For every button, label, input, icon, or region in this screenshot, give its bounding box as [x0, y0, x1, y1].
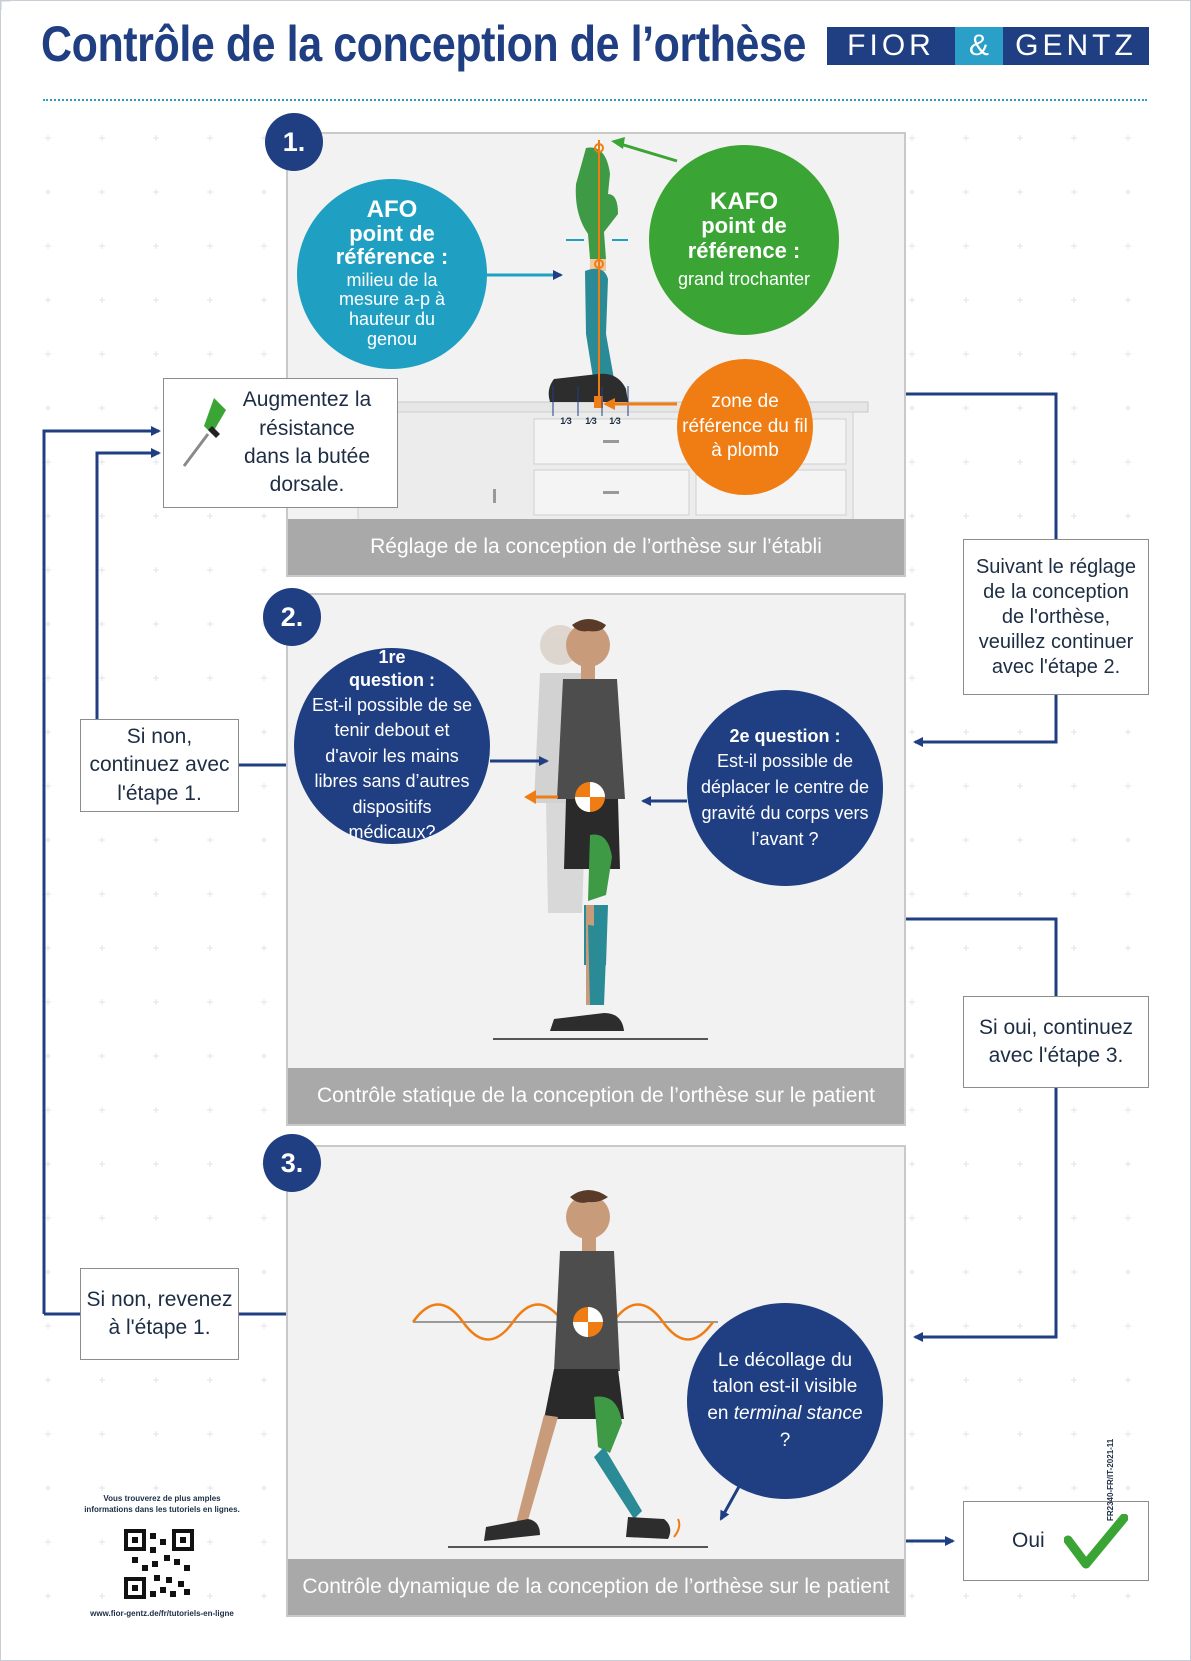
- document-code: FR2340-FR/IT-2021-11: [1106, 1438, 1115, 1521]
- question3-text: Le décollage du talon est-il visible en …: [701, 1348, 869, 1454]
- header-divider: [43, 99, 1147, 101]
- afo-title: AFO: [366, 196, 418, 224]
- if-yes-step3-text: Si oui, continuez avec l'étape 3.: [978, 1015, 1134, 1067]
- yes-text: Oui: [1012, 1528, 1045, 1552]
- yes-box: Oui: [963, 1501, 1149, 1581]
- question1-text: Est-il possible de se tenir debout et d'…: [311, 694, 473, 843]
- question3-circle: Le décollage du talon est-il visible en …: [687, 1303, 883, 1499]
- kafo-reference-circle: KAFO point de référence : grand trochant…: [649, 145, 839, 335]
- question3-text-italic: terminal stance: [733, 1403, 863, 1424]
- question1-circle: 1re question : Est-il possible de se ten…: [294, 646, 490, 844]
- question2-circle: 2e question : Est-il possible de déplace…: [687, 690, 883, 886]
- if-no-back-step1-box: Si non, revenez à l'étape 1.: [80, 1268, 239, 1360]
- question1-label: 1re question :: [349, 646, 435, 691]
- step2-number: 2.: [263, 588, 321, 646]
- brand-logo: FIOR & GENTZ: [827, 27, 1149, 65]
- step1-caption: Réglage de la conception de l’orthèse su…: [288, 519, 904, 575]
- logo-part-1: FIOR: [827, 27, 955, 65]
- qr-code-icon: [124, 1529, 194, 1599]
- kafo-subtitle: point de référence :: [687, 213, 801, 263]
- kafo-text: grand trochanter: [677, 268, 811, 289]
- if-yes-step3-box: Si oui, continuez avec l'étape 3.: [963, 996, 1149, 1088]
- step3-number: 3.: [263, 1134, 321, 1192]
- kafo-title: KAFO: [710, 188, 778, 216]
- standing-patient-illustration: [493, 619, 708, 1040]
- step2-caption: Contrôle statique de la conception de l’…: [288, 1068, 904, 1124]
- question3-text-part3: ?: [779, 1429, 791, 1451]
- footer-url: www.fior-gentz.de/fr/tutoriels-en-ligne: [90, 1609, 234, 1618]
- plumb-text: zone de référence du fil à plomb: [682, 390, 808, 462]
- afo-subtitle: point de référence :: [335, 221, 449, 270]
- continue-step2-text: Suivant le réglage de la conception de l…: [975, 555, 1137, 678]
- logo-part-2: &: [955, 27, 1003, 65]
- third-label-3: 1⁄3: [609, 416, 621, 426]
- step3-caption: Contrôle dynamique de la conception de l…: [288, 1559, 904, 1615]
- increase-resistance-text: Augmentez la résistance dans la butée do…: [242, 388, 372, 497]
- third-label-1: 1⁄3: [560, 416, 572, 426]
- afo-text: milieu de la mesure a-p à hauteur du gen…: [338, 269, 446, 349]
- step1-number: 1.: [265, 113, 323, 171]
- checkmark-icon: [1064, 1514, 1128, 1569]
- walking-patient-illustration: [411, 1190, 718, 1548]
- third-label-2: 1⁄3: [585, 416, 597, 426]
- page-title: Contrôle de la conception de l’orthèse: [41, 16, 806, 72]
- footer-info-text: Vous trouverez de plus amples informatio…: [84, 1494, 240, 1514]
- logo-part-3: GENTZ: [1003, 27, 1149, 65]
- increase-resistance-box: Augmentez la résistance dans la butée do…: [163, 378, 398, 508]
- screwdriver-icon: [182, 398, 226, 467]
- afo-reference-circle: AFO point de référence : milieu de la me…: [297, 179, 487, 369]
- if-no-continue-step1-text: Si non, continuez avec l'étape 1.: [89, 724, 230, 805]
- question3-text-part1: Le décollage du talon est-il visible en: [707, 1349, 858, 1424]
- plumb-reference-circle: zone de référence du fil à plomb: [677, 359, 813, 495]
- if-no-back-step1-text: Si non, revenez à l'étape 1.: [86, 1287, 233, 1339]
- question2-text: Est-il possible de déplacer le centre de…: [700, 750, 870, 850]
- continue-step2-box: Suivant le réglage de la conception de l…: [963, 539, 1149, 695]
- if-no-continue-step1-box: Si non, continuez avec l'étape 1.: [80, 719, 239, 812]
- question2-label: 2e question :: [729, 725, 841, 746]
